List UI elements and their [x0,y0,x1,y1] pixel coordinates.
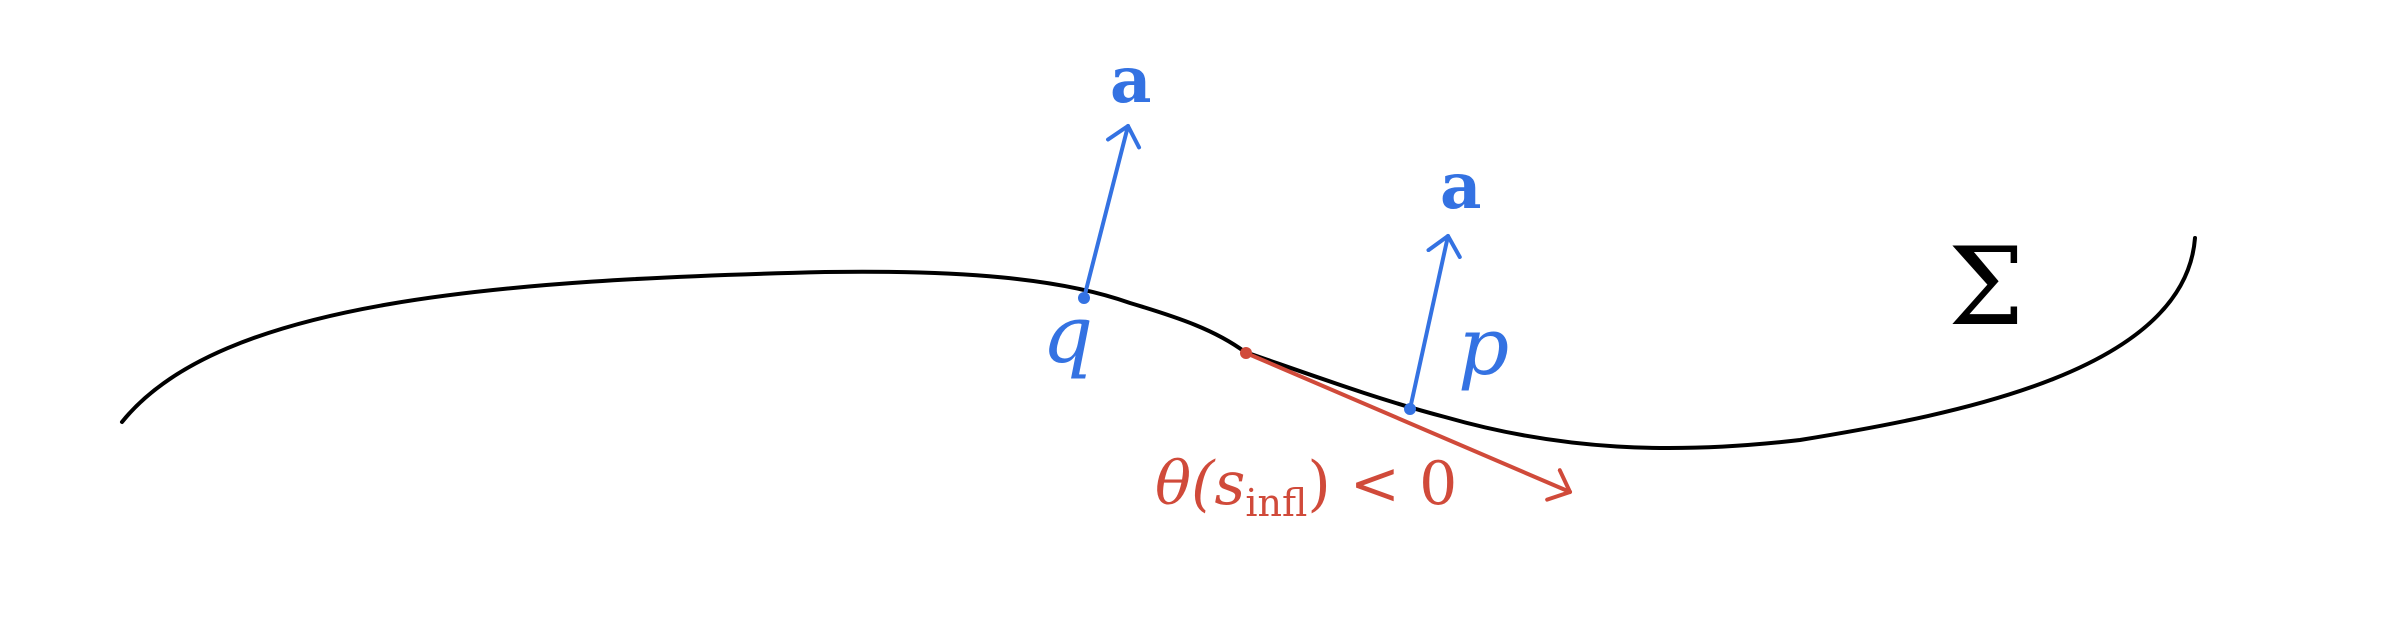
s-symbol: s [1215,449,1246,519]
infl-subscript: infl [1245,481,1307,525]
vector-a-at-q [1082,124,1142,300]
point-q-dot [1078,292,1090,304]
point-p-label: p [1458,300,1509,393]
point-p-dot [1404,403,1416,415]
vector-a-label-right: a [1440,149,1481,224]
theta-symbol: θ( [1155,449,1216,519]
vector-a-at-p [1408,234,1462,411]
surface-curve [120,236,2197,451]
inflection-condition-label: θ(sinfl) < 0 [1155,449,1457,525]
condition-rest: ) < 0 [1307,449,1457,519]
point-q-label: q [1042,288,1093,381]
vector-a-label-top: a [1110,43,1151,118]
surface-sigma-label: Σ [1948,225,2024,350]
inflection-tangent-arrow [1244,351,1572,502]
inflection-point-dot [1240,347,1252,359]
